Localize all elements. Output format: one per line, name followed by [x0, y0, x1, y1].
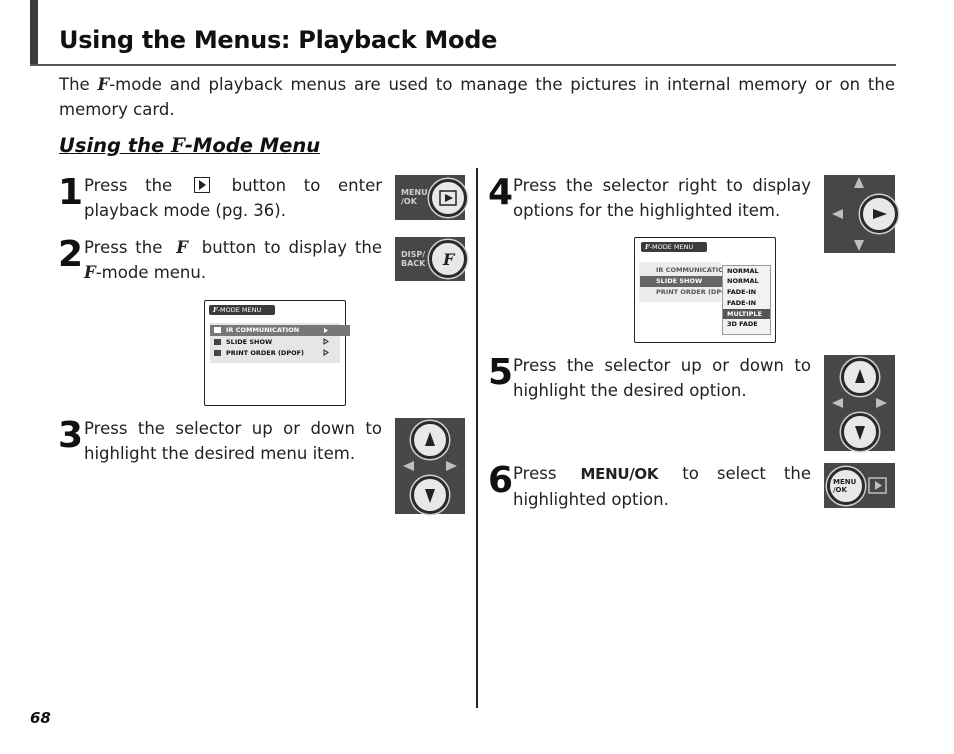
menu-header: F-MODE MENU [209, 305, 275, 315]
menu-ok-button-icon: MENU /OK [827, 467, 865, 505]
step-1-text: Press the button to enter playback mode … [84, 176, 382, 220]
selector-left-right-icon [832, 398, 887, 408]
playback-icon [193, 177, 210, 193]
svg-text:F: F [442, 250, 456, 269]
menu-item-print-order[interactable]: PRINT ORDER (DPOF) [226, 349, 305, 357]
f-mode-icon: F [170, 134, 185, 157]
menu-item-ir[interactable]: IR COMMUNICATION [656, 266, 730, 274]
menu-item-slide-show[interactable]: SLIDE SHOW [640, 276, 736, 287]
selector-arrows-icon [832, 177, 864, 251]
option-item[interactable]: NORMAL [727, 277, 759, 285]
selector-up-down-illustration [395, 418, 465, 514]
menu-ok-label: MENU/OK [580, 465, 659, 483]
page-title: Using the Menus: Playback Mode [59, 26, 498, 54]
f-mode-icon: F [84, 263, 96, 282]
option-item[interactable]: 3D FADE [727, 320, 758, 328]
menu-arrows [214, 327, 329, 356]
step-number: 4 [488, 172, 514, 213]
f-mode-menu-screen: F-MODE MENU IR COMMUNICATION SLIDE SHOW … [204, 300, 350, 406]
step-number: 2 [58, 234, 84, 275]
menu-ok-playback-illustration: MENU /OK [395, 175, 467, 220]
title-bar-accent [30, 0, 38, 66]
title-rule [30, 64, 896, 66]
f-mode-icon: F [97, 75, 110, 94]
step-number: 6 [488, 460, 514, 501]
f-button-icon: F [429, 240, 467, 278]
playback-icon [868, 477, 887, 494]
selector-up-down-illustration [824, 355, 895, 451]
option-item[interactable]: FADE-IN [727, 299, 757, 307]
menu-item-slide-show[interactable]: SLIDE SHOW [226, 338, 273, 346]
menu-ok-button-illustration: MENU /OK [824, 463, 895, 508]
step-number: 5 [488, 352, 514, 393]
playback-button-icon [429, 179, 467, 217]
menu-item-print-order[interactable]: PRINT ORDER (DPOF) [656, 288, 735, 296]
selector-up-icon [841, 358, 879, 396]
step-number: 3 [58, 415, 84, 456]
options-header: F-MODE MENU [641, 242, 707, 252]
option-item-selected[interactable]: MULTIPLE [723, 309, 770, 319]
selector-down-icon [411, 476, 449, 514]
step-2-text: Press the F button to display the F-mode… [84, 238, 383, 282]
option-item[interactable]: NORMAL [727, 267, 759, 275]
selector-left-right-icon [403, 461, 457, 471]
step-4-text: Press the selector right to display opti… [513, 176, 811, 220]
f-mode-icon: F [176, 238, 188, 257]
step-5-text: Press the selector up or down to highlig… [513, 356, 811, 400]
disp-f-button-illustration: DISP/ BACK F [395, 237, 467, 281]
menu-item-ir[interactable]: IR COMMUNICATION [210, 325, 350, 336]
step-6-text: Press MENU/OK to select the highlighted … [513, 464, 812, 509]
selector-down-icon [841, 413, 879, 451]
options-list: NORMAL NORMAL FADE-IN FADE-IN MULTIPLE 3… [722, 265, 771, 335]
step-number: 1 [58, 172, 84, 213]
section-heading: Using the F-Mode Menu [59, 134, 321, 157]
intro-paragraph: The F-mode and playback menus are used t… [59, 75, 895, 119]
page-number: 68 [30, 709, 51, 727]
options-screen: F-MODE MENU IR COMMUNICATION SLIDE SHOW … [634, 237, 776, 343]
selector-up-icon [411, 421, 449, 459]
column-divider [476, 168, 478, 708]
option-item[interactable]: FADE-IN [727, 288, 757, 296]
step-3-text: Press the selector up or down to highlig… [84, 419, 382, 463]
selector-right-icon [860, 195, 898, 233]
selector-right-illustration [824, 175, 898, 253]
